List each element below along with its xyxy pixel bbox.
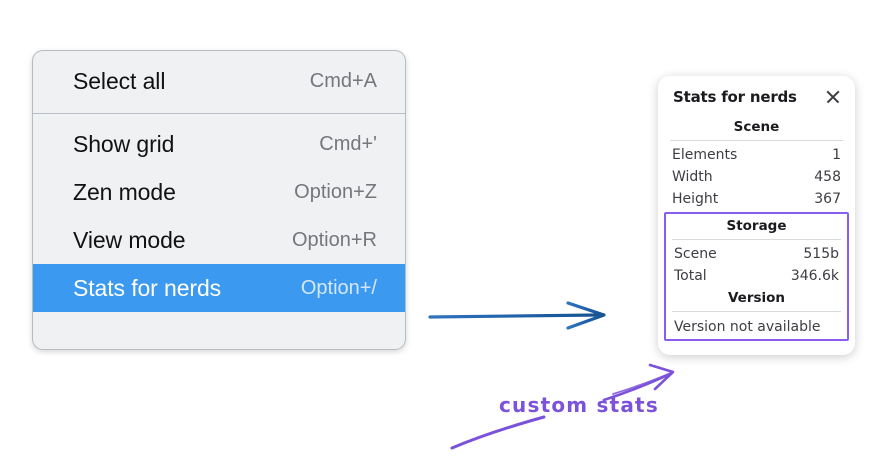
menu-separator (33, 113, 405, 114)
custom-stats-highlight-box: Storage Scene 515b Total 346.6k Version … (664, 212, 849, 341)
stat-value: 515b (803, 246, 839, 262)
stat-value: 367 (814, 191, 841, 207)
stat-label: Width (672, 169, 713, 185)
stat-row-elements: Elements 1 (668, 144, 845, 166)
custom-stats-annotation-label: custom stats (499, 393, 659, 417)
menu-item-shortcut: Option+Z (294, 180, 377, 203)
version-heading: Version (727, 290, 786, 306)
version-text: Version not available (674, 319, 821, 335)
menu-item-view-mode[interactable]: View mode Option+R (33, 216, 405, 264)
stats-panel-header: Stats for nerds (668, 88, 845, 106)
close-icon[interactable] (824, 88, 842, 106)
storage-heading: Storage (726, 218, 787, 234)
context-menu[interactable]: Select all Cmd+A Show grid Cmd+' Zen mod… (32, 50, 406, 350)
menu-item-shortcut: Option+R (291, 228, 377, 251)
stat-row-storage-total: Total 346.6k (670, 265, 843, 287)
stat-label: Height (672, 191, 719, 207)
menu-item-label: Select all (73, 67, 166, 94)
menu-item-shortcut: Option+/ (300, 276, 377, 299)
menu-group-2: Show grid Cmd+' Zen mode Option+Z View m… (33, 120, 405, 312)
stat-row-height: Height 367 (668, 188, 845, 210)
menu-item-shortcut: Cmd+A (309, 69, 377, 92)
stat-value: 1 (832, 147, 841, 163)
stat-label: Scene (674, 246, 717, 262)
version-divider (672, 311, 841, 312)
menu-item-label: Zen mode (73, 178, 176, 205)
stat-label: Total (674, 268, 707, 284)
custom-stats-underline-stroke (450, 415, 546, 450)
stats-panel-title: Stats for nerds (673, 88, 797, 106)
version-section: Version Version not available (670, 287, 843, 336)
stat-value: 346.6k (790, 268, 839, 284)
menu-item-show-grid[interactable]: Show grid Cmd+' (33, 120, 405, 168)
storage-section: Storage Scene 515b Total 346.6k (670, 215, 843, 287)
menu-item-label: Stats for nerds (73, 274, 222, 301)
stats-for-nerds-panel: Stats for nerds Scene Elements 1 Width 4… (658, 76, 855, 355)
menu-group-1: Select all Cmd+A (33, 57, 405, 105)
menu-item-label: Show grid (73, 130, 175, 157)
menu-item-stats-for-nerds[interactable]: Stats for nerds Option+/ (33, 264, 405, 312)
scene-divider (670, 140, 843, 141)
menu-item-shortcut: Cmd+' (319, 132, 377, 155)
menu-item-zen-mode[interactable]: Zen mode Option+Z (33, 168, 405, 216)
stat-row-width: Width 458 (668, 166, 845, 188)
stat-row-storage-scene: Scene 515b (670, 243, 843, 265)
storage-divider (672, 239, 841, 240)
menu-item-select-all[interactable]: Select all Cmd+A (33, 57, 405, 105)
blue-arrow (428, 301, 606, 330)
stat-value: 458 (814, 169, 841, 185)
menu-item-label: View mode (73, 226, 186, 253)
stat-label: Elements (672, 147, 738, 163)
scene-section: Scene Elements 1 Width 458 Height 367 (668, 116, 845, 210)
scene-heading: Scene (733, 119, 780, 135)
